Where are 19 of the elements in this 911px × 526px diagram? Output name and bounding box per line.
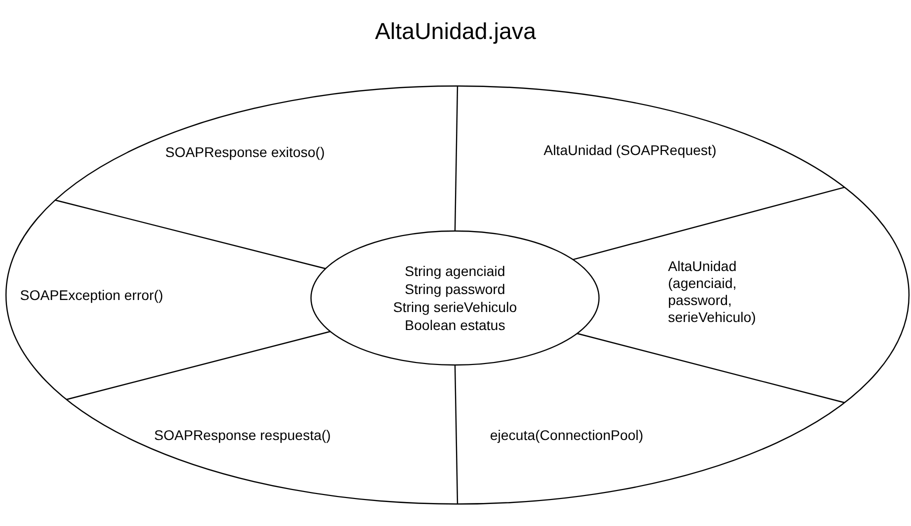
divider-line	[66, 330, 330, 400]
diagram-title: AltaUnidad.java	[374, 18, 538, 45]
method-text: ejecuta(ConnectionPool)	[490, 427, 644, 444]
attribute-text: String agenciaid	[404, 262, 506, 280]
method-text: SOAPResponse respuesta()	[153, 427, 332, 444]
attribute-text: String serieVehiculo	[392, 298, 518, 316]
method-text: SOAPException error()	[20, 287, 164, 304]
divider-line	[576, 332, 845, 404]
divider-line	[572, 186, 845, 260]
attributes-ellipse	[310, 230, 600, 366]
method-text: SOAPResponse exitoso()	[164, 144, 326, 161]
divider-line	[454, 364, 458, 504]
method-text: AltaUnidad (SOAPRequest)	[542, 142, 718, 159]
method-text: AltaUnidad (agenciaid, password, serieVehiculo)	[668, 258, 757, 326]
divider-line	[55, 200, 326, 270]
attribute-text: String password	[404, 280, 506, 298]
class-ellipse	[5, 85, 910, 505]
attribute-text: Boolean estatus	[404, 316, 506, 334]
divider-line	[454, 86, 458, 231]
